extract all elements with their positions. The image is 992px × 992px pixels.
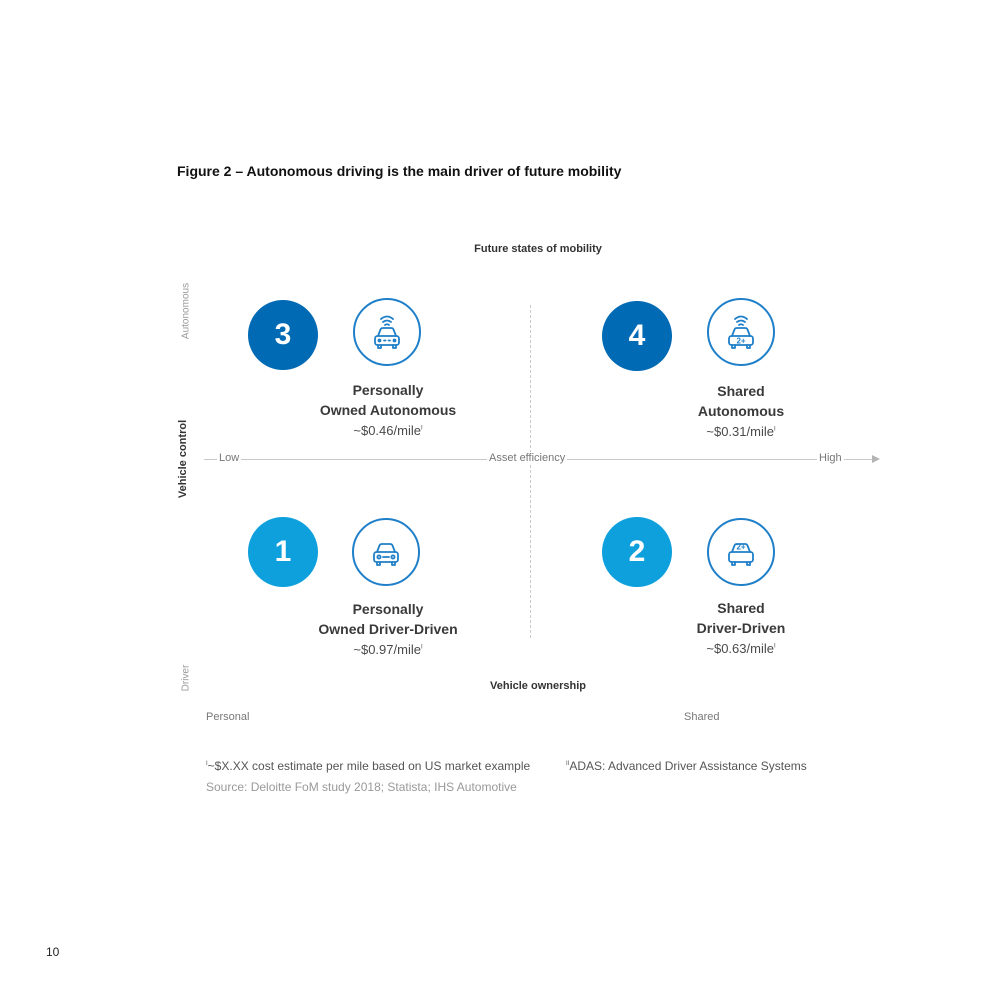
car-icon: [352, 518, 420, 586]
quadrant-1-number: 1: [248, 517, 318, 587]
footnote-adas: IIADAS: Advanced Driver Assistance Syste…: [566, 759, 807, 773]
quadrant-3-cost-value: ~$0.46/mile: [353, 423, 421, 438]
quadrant-3-label: Personally Owned Autonomous: [288, 380, 488, 420]
x-axis-left-label: Personal: [206, 711, 250, 723]
y-axis-top-label: Autonomous: [180, 282, 192, 340]
y-axis-title: Vehicle control: [177, 419, 189, 499]
footnote-2-text: ADAS: Advanced Driver Assistance Systems: [569, 759, 807, 773]
vertical-divider: [530, 305, 531, 638]
quadrant-3-number: 3: [248, 300, 318, 370]
quadrant-2-cost: ~$0.63/mileI: [641, 641, 841, 656]
x-axis-title: Vehicle ownership: [490, 680, 586, 692]
quadrant-2-number: 2: [602, 517, 672, 587]
quadrant-3-cost: ~$0.46/mileI: [288, 423, 488, 438]
quadrant-2-line1: Shared: [717, 600, 765, 616]
source-note: Source: Deloitte FoM study 2018; Statist…: [206, 780, 517, 794]
quadrant-4-badge: 2+: [736, 337, 745, 346]
asset-axis-high-label: High: [817, 452, 844, 464]
asset-axis-low-label: Low: [217, 452, 242, 464]
page-number: 10: [46, 945, 60, 959]
quadrant-3-line1: Personally: [352, 382, 424, 398]
quadrant-2-cost-mark: I: [773, 643, 776, 650]
y-axis-bottom-label: Driver: [180, 664, 192, 692]
quadrant-3-cost-mark: I: [420, 425, 423, 432]
shared-car-icon: 2+: [707, 518, 775, 586]
quadrant-1-cost: ~$0.97/mileI: [288, 642, 488, 657]
quadrant-2-badge: 2+: [736, 543, 745, 552]
x-axis-right-label: Shared: [684, 711, 720, 723]
quadrant-2-cost-value: ~$0.63/mile: [706, 641, 774, 656]
footnote-1-mark: I: [206, 761, 208, 767]
quadrant-1-cost-mark: I: [420, 644, 423, 651]
footnote-cost-estimate: I~$X.XX cost estimate per mile based on …: [206, 759, 530, 773]
quadrant-4-cost: ~$0.31/mileI: [641, 424, 841, 439]
quadrant-1-line1: Personally: [352, 601, 424, 617]
quadrant-2-label: Shared Driver-Driven: [641, 598, 841, 638]
autonomous-car-icon: [353, 298, 421, 366]
quadrant-4-line2: Autonomous: [697, 403, 785, 419]
quadrant-1-label: Personally Owned Driver-Driven: [288, 599, 488, 639]
autonomous-shared-car-icon: 2+: [707, 298, 775, 366]
quadrant-3-line2: Owned Autonomous: [319, 402, 457, 418]
footnote-1-text: ~$X.XX cost estimate per mile based on U…: [207, 759, 531, 773]
asset-axis-middle-label: Asset efficiency: [487, 452, 568, 464]
quadrant-4-number: 4: [602, 301, 672, 371]
quadrant-4-cost-mark: I: [773, 426, 776, 433]
quadrant-4-line1: Shared: [717, 383, 765, 399]
arrow-right-icon: [872, 455, 880, 463]
quadrant-2-line2: Driver-Driven: [696, 620, 786, 636]
footnote-2-mark: II: [566, 761, 570, 767]
quadrant-1-line2: Owned Driver-Driven: [318, 621, 458, 637]
diagram-title: Future states of mobility: [474, 243, 602, 255]
quadrant-4-label: Shared Autonomous: [641, 381, 841, 421]
quadrant-4-cost-value: ~$0.31/mile: [706, 424, 774, 439]
quadrant-1-cost-value: ~$0.97/mile: [353, 642, 421, 657]
figure-title: Figure 2 – Autonomous driving is the mai…: [177, 163, 622, 179]
